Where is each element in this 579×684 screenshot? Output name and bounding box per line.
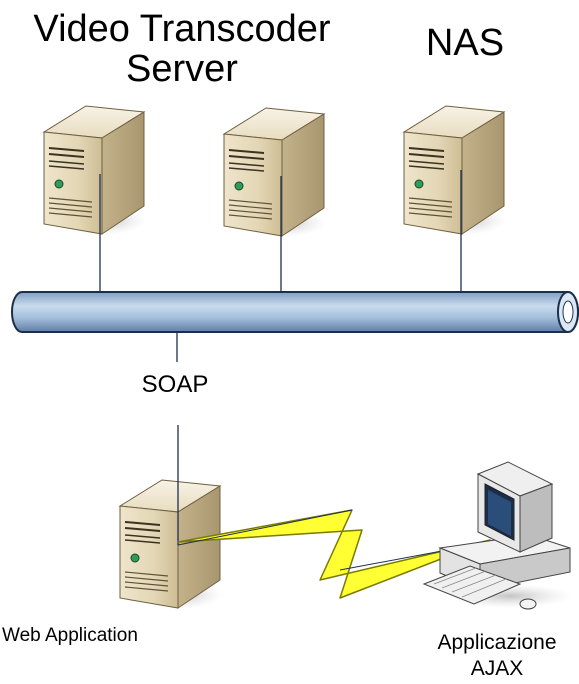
ajax-label-line1: Applicazione [437,631,557,654]
web-application-server-icon [119,479,223,610]
web-application-label: Web Application [2,625,138,646]
server-tower-icon [223,107,327,238]
nas-server-icon [403,105,507,236]
soap-label: SOAP [141,371,209,398]
network-bus [11,291,579,333]
transcoder-label-line2: Server [126,47,238,90]
ajax-application-label: Applicazione AJAX [412,630,579,683]
nas-label: NAS [425,22,505,64]
transcoder-server-label: Video Transcoder Server [12,8,352,90]
transcoder-server-icon [43,105,147,236]
transcoder-label-line1: Video Transcoder [33,8,331,50]
desktop-computer-icon [422,461,572,610]
ajax-label-line2: AJAX [470,657,524,681]
server-drop-lines [99,170,462,294]
